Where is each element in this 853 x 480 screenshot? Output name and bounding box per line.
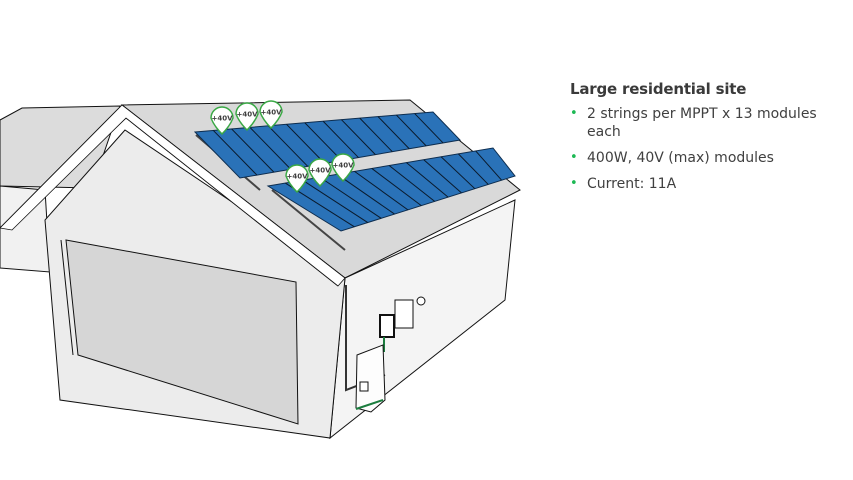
module-divider: [388, 165, 436, 202]
module-divider: [396, 114, 427, 147]
voltage-pin: +40V: [285, 164, 309, 194]
info-title: Large residential site: [570, 80, 747, 98]
module-divider: [475, 150, 502, 181]
voltage-pin: +40V: [210, 106, 234, 136]
voltage-pin: +40V: [259, 100, 283, 130]
bullet-text: 2 strings per MPPT x 13 modules each: [587, 106, 817, 140]
module-divider: [304, 122, 342, 161]
rail-2: [271, 189, 346, 251]
pin-voltage-label: +40V: [260, 109, 282, 117]
module-divider: [212, 130, 258, 176]
module-divider: [377, 116, 410, 150]
pin-voltage-label: +40V: [332, 162, 354, 170]
bullet-icon: •: [570, 106, 578, 121]
module-divider: [231, 128, 275, 173]
pin-marker-icon: [308, 158, 332, 188]
module-divider: [414, 113, 444, 144]
pin-marker-icon: [331, 153, 355, 183]
pin-voltage-label: +40V: [286, 173, 308, 181]
module-divider: [302, 179, 369, 223]
inverter-base: [355, 399, 384, 410]
pin-marker-icon: [285, 164, 309, 194]
disconnect-switch: [379, 314, 395, 338]
pin-marker-icon: [235, 102, 259, 132]
bullet-list: • 2 strings per MPPT x 13 modules each • 4…: [570, 105, 840, 193]
bullet-item: • Current: 11A: [570, 175, 840, 193]
inverter-display: [359, 381, 369, 392]
outlet-icon: [416, 296, 426, 306]
module-divider: [341, 119, 376, 155]
info-panel: Large residential site • 2 strings per MP…: [570, 80, 840, 201]
module-divider: [458, 153, 489, 185]
module-divider: [249, 127, 292, 170]
meter-box: [394, 299, 414, 329]
module-divider: [286, 123, 325, 164]
inverter: [355, 344, 386, 413]
module-divider: [371, 168, 422, 207]
bullet-text: 400W, 40V (max) modules: [587, 150, 774, 166]
solar-string-1: +40V+40V+40V: [193, 100, 462, 179]
door-frame: [60, 239, 74, 356]
module-divider: [319, 176, 382, 219]
voltage-pin: +40V: [331, 153, 355, 183]
bullet-item: • 400W, 40V (max) modules: [570, 149, 840, 167]
bullet-icon: •: [570, 176, 578, 191]
bullet-item: • 2 strings per MPPT x 13 modules each: [570, 105, 840, 141]
pin-voltage-label: +40V: [309, 167, 331, 175]
voltage-pin: +40V: [235, 102, 259, 132]
fascia: [0, 104, 346, 287]
bullet-icon: •: [570, 150, 578, 165]
module-divider: [440, 156, 476, 190]
pin-voltage-label: +40V: [211, 115, 233, 123]
pin-marker-icon: [259, 100, 283, 130]
module-divider: [406, 162, 449, 198]
pin-voltage-label: +40V: [236, 111, 258, 119]
module-divider: [322, 120, 359, 158]
bullet-text: Current: 11A: [587, 176, 677, 192]
garage-door: [65, 239, 299, 425]
left-wing-roof: [0, 105, 121, 189]
solar-panel-array: [193, 111, 462, 179]
module-divider: [423, 159, 462, 194]
module-divider: [267, 125, 309, 167]
module-divider: [354, 170, 409, 211]
module-divider: [336, 173, 395, 215]
solar-string-2: +40V+40V+40V: [266, 147, 516, 232]
module-divider: [359, 117, 393, 153]
pin-marker-icon: [210, 106, 234, 136]
voltage-pin: +40V: [308, 158, 332, 188]
